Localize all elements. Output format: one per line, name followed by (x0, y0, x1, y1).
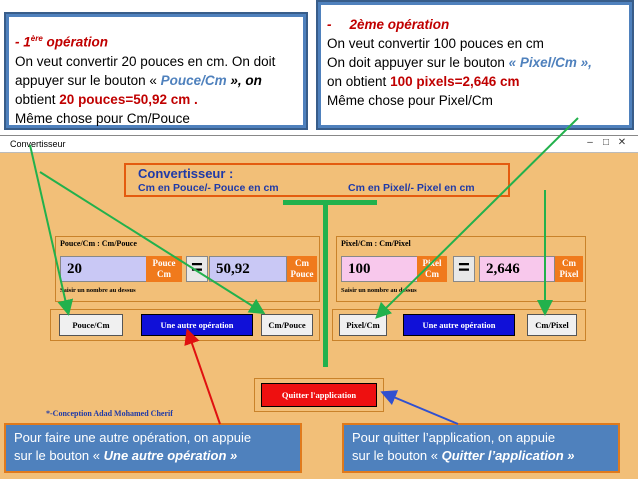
callout-line: On veut convertir 100 pouces en cm (327, 36, 544, 51)
pixel-group-title: Pixel/Cm : Cm/Pixel (341, 239, 411, 248)
quit-button-frame: Quitter l'application (254, 378, 384, 412)
callout-line: Même chose pour Pixel/Cm (327, 93, 493, 108)
pouce-cm-button[interactable]: Pouce/Cm (59, 314, 123, 336)
pouce-button-row: Pouce/Cm Une autre opération Cm/Pouce (50, 309, 320, 341)
callout-line: appuyer sur le bouton « Pouce/Cm », on (15, 72, 262, 88)
another-operation-button-left[interactable]: Une autre opération (141, 314, 253, 336)
callout-line: On veut convertir 20 pouces en cm. On do… (15, 53, 276, 69)
header-subtitle-pouce: Cm en Pouce/- Pouce en cm (138, 182, 279, 194)
pouce-input-unit: Pouce Cm (146, 256, 182, 282)
pixel-input[interactable]: 100 (341, 256, 425, 282)
window-title: Convertisseur (10, 139, 66, 149)
cm-pouce-button[interactable]: Cm/Pouce (261, 314, 313, 336)
callout-title: - 1ère opération (15, 34, 109, 50)
pouce-group: Pouce/Cm : Cm/Pouce 20 Pouce Cm = 50,92 … (55, 236, 320, 302)
pixel-group: Pixel/Cm : Cm/Pixel 100 Pixel Cm = 2,646… (336, 236, 586, 302)
header-subtitle-pixel: Cm en Pixel/- Pixel en cm (348, 182, 475, 194)
header-panel: Convertisseur : Cm en Pouce/- Pouce en c… (124, 163, 510, 197)
pouce-hint: Saisir un nombre au dessus (60, 287, 136, 294)
minimize-icon[interactable]: – (587, 137, 593, 148)
callout-line: On doit appuyer sur le bouton « Pixel/Cm… (327, 55, 592, 70)
callout-another-operation: Pour faire une autre opération, on appui… (4, 423, 302, 473)
pouce-output: 50,92 (209, 256, 287, 282)
another-operation-button-right[interactable]: Une autre opération (403, 314, 515, 336)
callout-line: on obtient 100 pixels=2,646 cm (327, 74, 520, 89)
header-title: Convertisseur : (138, 166, 234, 181)
callout-first-operation: - 1ère opération On veut convertir 20 po… (4, 12, 308, 130)
callout-second-operation: -2ème opération On veut convertir 100 po… (316, 0, 634, 130)
callout-line: obtient 20 pouces=50,92 cm . (15, 91, 198, 107)
pixel-button-row: Pixel/Cm Une autre opération Cm/Pixel (332, 309, 586, 341)
credit-text: *-Conception Adad Mohamed Cherif (46, 409, 173, 418)
pixel-input-unit: Pixel Cm (417, 256, 447, 282)
pouce-output-unit: Cm Pouce (287, 256, 317, 282)
pixel-equals-sign: = (453, 256, 475, 282)
maximize-icon[interactable]: □ (602, 137, 610, 148)
pouce-group-title: Pouce/Cm : Cm/Pouce (60, 239, 137, 248)
pixel-cm-button[interactable]: Pixel/Cm (339, 314, 387, 336)
window-titlebar: Convertisseur – □ ✕ (0, 136, 638, 153)
callout-quit-application: Pour quitter l’application, on appuie su… (342, 423, 620, 473)
pixel-hint: Saisir un nombre au dessus (341, 287, 417, 294)
close-icon[interactable]: ✕ (617, 137, 627, 148)
pouce-equals-sign: = (186, 256, 208, 282)
pixel-output-unit: Cm Pixel (555, 256, 583, 282)
callout-title: -2ème opération (327, 17, 450, 32)
quit-application-button[interactable]: Quitter l'application (261, 383, 377, 407)
callout-line: Même chose pour Cm/Pouce (15, 110, 190, 126)
pixel-output: 2,646 (479, 256, 555, 282)
cm-pixel-button[interactable]: Cm/Pixel (527, 314, 577, 336)
